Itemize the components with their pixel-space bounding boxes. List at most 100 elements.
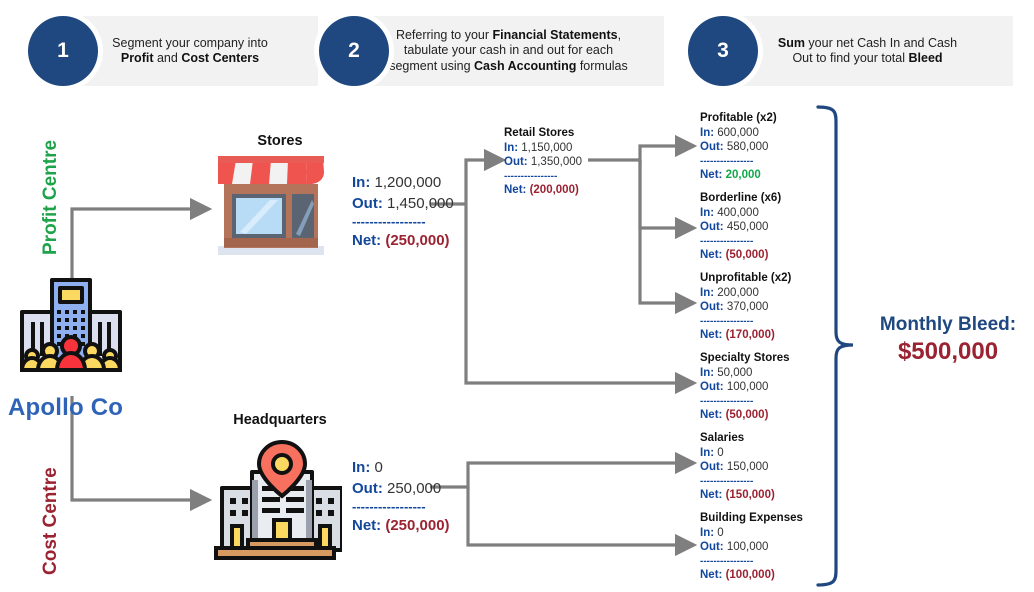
segment-out-row: Out: 580,000 xyxy=(700,140,840,155)
segment-net-value: (150,000) xyxy=(725,488,775,501)
step-1-number: 1 xyxy=(28,16,98,86)
retail-in-value: 1,150,000 xyxy=(521,141,573,154)
retail-net-label: Net: xyxy=(504,183,527,196)
segment-out-row: Out: 150,000 xyxy=(700,460,840,475)
segment-out-row: Out: 100,000 xyxy=(700,380,840,395)
segment-in-value: 0 xyxy=(717,446,724,459)
segment-in-label: In: xyxy=(700,526,715,539)
headquarters-stats: In: 0 Out: 250,000 ----------------- Net… xyxy=(352,457,450,536)
stores-net-label: Net: xyxy=(352,232,382,249)
segment-out-value: 370,000 xyxy=(726,301,769,313)
segment-divider: ---------------- xyxy=(700,315,754,327)
headquarters-caption: Headquarters xyxy=(233,412,327,428)
segment-out-value: 100,000 xyxy=(726,541,769,553)
retail-stores-title: Retail Stores xyxy=(504,127,575,139)
monthly-bleed-total: Monthly Bleed: $500,000 xyxy=(862,312,1034,367)
segment-out-label: Out: xyxy=(700,381,724,393)
segment-out-row: Out: 370,000 xyxy=(700,300,840,315)
segment-divider: ---------------- xyxy=(700,475,754,487)
segment-net-value: (50,000) xyxy=(725,408,769,421)
segment-in-row: In: 0 xyxy=(700,446,840,461)
segment-net-row: Net: (170,000) xyxy=(700,328,840,343)
stores-out-row: Out: 1,450,000 xyxy=(352,193,454,214)
stores-in-label: In: xyxy=(352,174,371,191)
segment-out-value: 450,000 xyxy=(726,221,769,233)
segment-title: Specialty Stores xyxy=(700,352,790,364)
segment-net-label: Net: xyxy=(700,248,723,261)
segment-out-row: Out: 450,000 xyxy=(700,220,840,235)
segment-out-label: Out: xyxy=(700,461,724,473)
stores-net-value: (250,000) xyxy=(385,232,450,249)
segment-divider: ---------------- xyxy=(700,395,754,407)
segment-net-value: (170,000) xyxy=(725,328,775,341)
segment-out-row: Out: 100,000 xyxy=(700,540,840,555)
segment-divider: ---------------- xyxy=(700,155,754,167)
hq-net-row: Net: (250,000) xyxy=(352,515,450,536)
segment-net-row: Net: (50,000) xyxy=(700,248,840,263)
segment-net-value: 20,000 xyxy=(725,168,761,181)
step-2-text: Referring to your Financial Statements,t… xyxy=(389,27,628,73)
segment-out-label: Out: xyxy=(700,301,724,313)
segment-title: Profitable (x2) xyxy=(700,112,777,124)
stores-in-value: 1,200,000 xyxy=(374,174,442,191)
stores-out-label: Out: xyxy=(352,195,383,212)
segment-net-row: Net: (150,000) xyxy=(700,488,840,503)
segment-in-value: 600,000 xyxy=(717,126,759,139)
step-2: Referring to your Financial Statements,t… xyxy=(319,16,664,86)
hq-in-value: 0 xyxy=(374,459,383,476)
segment-block: Specialty Stores In: 50,000 Out: 100,000… xyxy=(700,351,840,422)
segment-in-label: In: xyxy=(700,286,715,299)
step-3-number: 3 xyxy=(688,16,758,86)
segment-net-label: Net: xyxy=(700,168,723,181)
segment-in-row: In: 400,000 xyxy=(700,206,840,221)
segment-in-label: In: xyxy=(700,206,715,219)
cost-centre-label: Cost Centre xyxy=(40,467,61,575)
hq-in-label: In: xyxy=(352,459,371,476)
hq-out-value: 250,000 xyxy=(387,480,442,497)
segment-block: Building Expenses In: 0 Out: 100,000 ---… xyxy=(700,511,840,582)
stores-divider: ----------------- xyxy=(352,214,426,229)
segment-in-value: 200,000 xyxy=(717,286,759,299)
segment-out-value: 150,000 xyxy=(726,461,769,473)
step-2-bar: Referring to your Financial Statements,t… xyxy=(353,16,664,86)
stores-out-value: 1,450,000 xyxy=(387,195,454,212)
segment-title: Salaries xyxy=(700,432,745,444)
segment-net-label: Net: xyxy=(700,568,723,581)
retail-out-label: Out: xyxy=(504,156,528,168)
segment-block: Profitable (x2) In: 600,000 Out: 580,000… xyxy=(700,111,840,182)
segment-block: Salaries In: 0 Out: 150,000 ------------… xyxy=(700,431,840,502)
retail-stores-stats: Retail Stores In: 1,150,000 Out: 1,350,0… xyxy=(504,126,644,197)
segment-title: Borderline (x6) xyxy=(700,192,782,204)
profit-centre-label: Profit Centre xyxy=(40,139,61,255)
segment-in-row: In: 600,000 xyxy=(700,126,840,141)
segment-divider: ---------------- xyxy=(700,235,754,247)
stores-caption: Stores xyxy=(257,133,303,149)
headquarters-icon xyxy=(214,440,342,560)
stores-net-row: Net: (250,000) xyxy=(352,230,454,251)
monthly-bleed-label: Monthly Bleed: xyxy=(879,314,1017,335)
segment-net-row: Net: (100,000) xyxy=(700,568,840,583)
retail-divider: ---------------- xyxy=(504,170,558,182)
segment-in-value: 50,000 xyxy=(717,366,753,379)
segment-net-row: Net: 20,000 xyxy=(700,168,840,183)
stores-stats: In: 1,200,000 Out: 1,450,000 -----------… xyxy=(352,172,454,251)
segment-in-row: In: 200,000 xyxy=(700,286,840,301)
hq-in-row: In: 0 xyxy=(352,457,450,478)
segment-out-value: 580,000 xyxy=(726,141,769,153)
segment-in-label: In: xyxy=(700,446,715,459)
segment-title: Building Expenses xyxy=(700,512,803,524)
retail-out-row: Out: 1,350,000 xyxy=(504,155,644,170)
segment-in-label: In: xyxy=(700,126,715,139)
segment-out-label: Out: xyxy=(700,541,724,553)
storefront-icon xyxy=(218,156,324,255)
segment-out-value: 100,000 xyxy=(726,381,769,393)
segment-net-value: (50,000) xyxy=(725,248,769,261)
hq-out-label: Out: xyxy=(352,480,383,497)
